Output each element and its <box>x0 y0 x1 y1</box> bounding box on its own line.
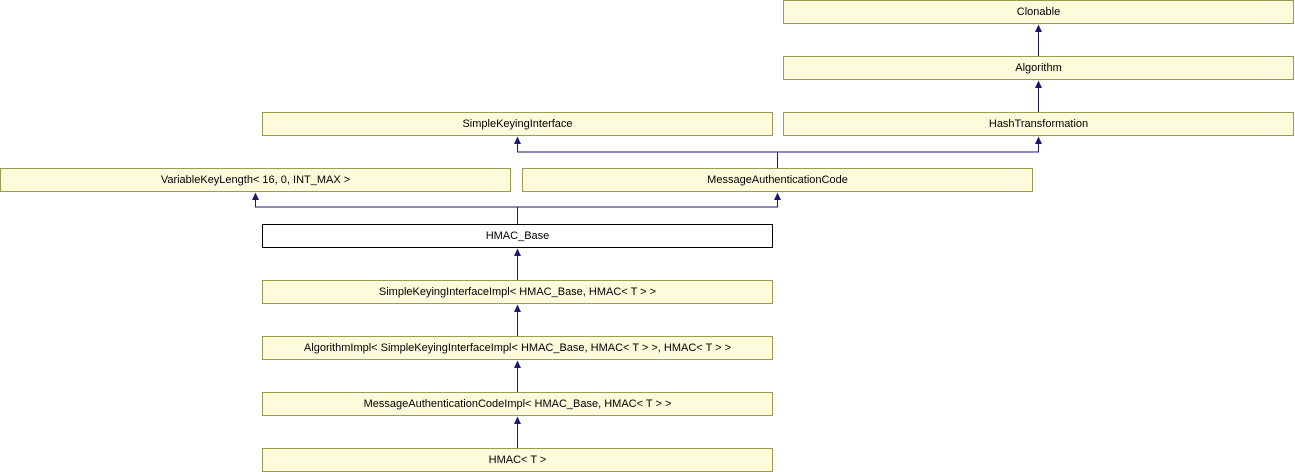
arrowhead-to-algorithm <box>1035 80 1042 88</box>
edge-mac-to-ski-and-hashtransformation <box>517 142 1039 168</box>
edge-hmacbase-to-varkeylen-and-mac <box>255 198 778 224</box>
class-node-clonable[interactable]: Clonable <box>783 0 1294 24</box>
class-node-hashtransformation[interactable]: HashTransformation <box>783 112 1294 136</box>
class-node-simplekeyinginterface[interactable]: SimpleKeyingInterface <box>262 112 773 136</box>
arrowhead-to-ski <box>514 136 521 144</box>
class-node-algorithmimpl[interactable]: AlgorithmImpl< SimpleKeyingInterfaceImpl… <box>262 336 773 360</box>
class-node-hmac-base-current: HMAC_Base <box>262 224 773 248</box>
class-node-variablekeylength[interactable]: VariableKeyLength< 16, 0, INT_MAX > <box>0 168 511 192</box>
arrowhead-to-skiimpl <box>514 304 521 312</box>
arrowhead-to-clonable <box>1035 24 1042 32</box>
class-node-algorithm[interactable]: Algorithm <box>783 56 1294 80</box>
arrowhead-to-hmacbase <box>514 248 521 256</box>
class-node-hmac-t[interactable]: HMAC< T > <box>262 448 773 472</box>
arrowhead-to-mac <box>774 192 781 200</box>
arrowhead-to-varkeylen <box>252 192 259 200</box>
arrowhead-to-hashtransformation <box>1035 136 1042 144</box>
class-node-messageauthenticationcodeimpl[interactable]: MessageAuthenticationCodeImpl< HMAC_Base… <box>262 392 773 416</box>
arrowhead-to-algimpl <box>514 360 521 368</box>
arrowhead-to-macimpl <box>514 416 521 424</box>
class-node-messageauthenticationcode[interactable]: MessageAuthenticationCode <box>522 168 1033 192</box>
class-node-simplekeyinginterfaceimpl[interactable]: SimpleKeyingInterfaceImpl< HMAC_Base, HM… <box>262 280 773 304</box>
